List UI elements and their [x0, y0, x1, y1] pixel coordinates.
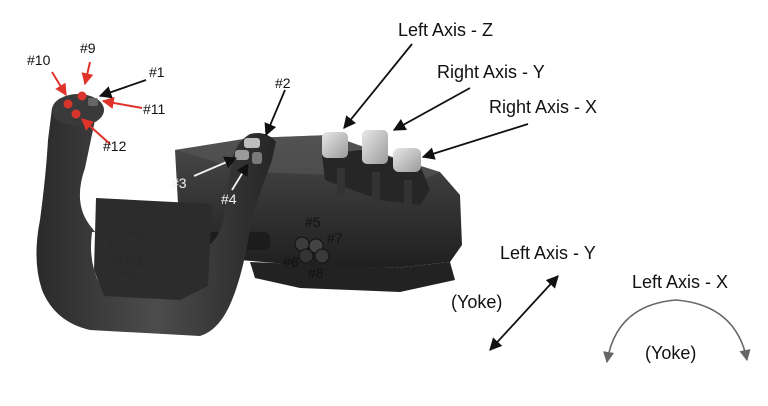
- label-left-axis-x: Left Axis - X: [632, 272, 729, 292]
- arrow-right-axis-x: [421, 123, 529, 160]
- arrow-11: [101, 97, 143, 109]
- button-2-trigger: [244, 138, 260, 148]
- front-button-cluster: [294, 236, 330, 264]
- lever-right-axis-y: [362, 130, 388, 200]
- lever-left-axis-z: [322, 132, 348, 196]
- label-button-12: #12: [103, 138, 127, 154]
- button-4-rocker: [252, 152, 262, 164]
- base-front: [250, 262, 455, 292]
- label-left-axis-y: Left Axis - Y: [500, 243, 596, 263]
- lever-right-axis-x: [393, 148, 421, 204]
- arrow-10: [51, 71, 67, 97]
- label-left-axis-z: Left Axis - Z: [398, 20, 494, 40]
- label-button-7: #7: [327, 230, 343, 246]
- button-11-rocker: [88, 98, 98, 106]
- arrow-9: [81, 61, 94, 86]
- label-right-axis-y: Right Axis - Y: [437, 62, 545, 82]
- label-button-5: #5: [305, 214, 321, 230]
- yoke-device: [36, 91, 462, 336]
- label-button-3: #3: [171, 175, 187, 191]
- button-10-red: [63, 99, 73, 109]
- arrow-4: [231, 162, 249, 191]
- button-12-red: [71, 109, 81, 119]
- logo-sim: SIM: [111, 249, 145, 273]
- label-button-6: #6: [283, 254, 299, 270]
- label-button-9: #9: [80, 40, 96, 56]
- yoke-center-plate: [94, 198, 212, 300]
- arrow-1: [98, 79, 147, 99]
- arrow-3: [193, 156, 238, 177]
- arrow-left-axis-z: [343, 43, 413, 129]
- label-button-1: #1: [149, 64, 165, 80]
- label-button-11: #11: [143, 101, 166, 117]
- label-right-axis-x: Right Axis - X: [489, 97, 598, 117]
- leader-arrows: [51, 43, 751, 364]
- button-9-red: [77, 91, 87, 101]
- label-button-2: #2: [275, 75, 291, 91]
- logo-yoke: YOKE: [117, 271, 139, 280]
- arrow-right-axis-y: [392, 87, 471, 131]
- arrow-2: [264, 89, 286, 137]
- button-3-rocker: [235, 150, 249, 160]
- label-button-8: #8: [308, 265, 324, 281]
- label-yoke-x: (Yoke): [645, 343, 697, 363]
- arrow-left-axis-x: [603, 299, 751, 364]
- label-button-4: #4: [221, 191, 237, 207]
- arrow-12: [81, 118, 111, 145]
- label-button-10: #10: [27, 52, 51, 68]
- label-yoke-y: (Yoke): [451, 292, 503, 312]
- arrow-left-axis-y: [489, 275, 559, 351]
